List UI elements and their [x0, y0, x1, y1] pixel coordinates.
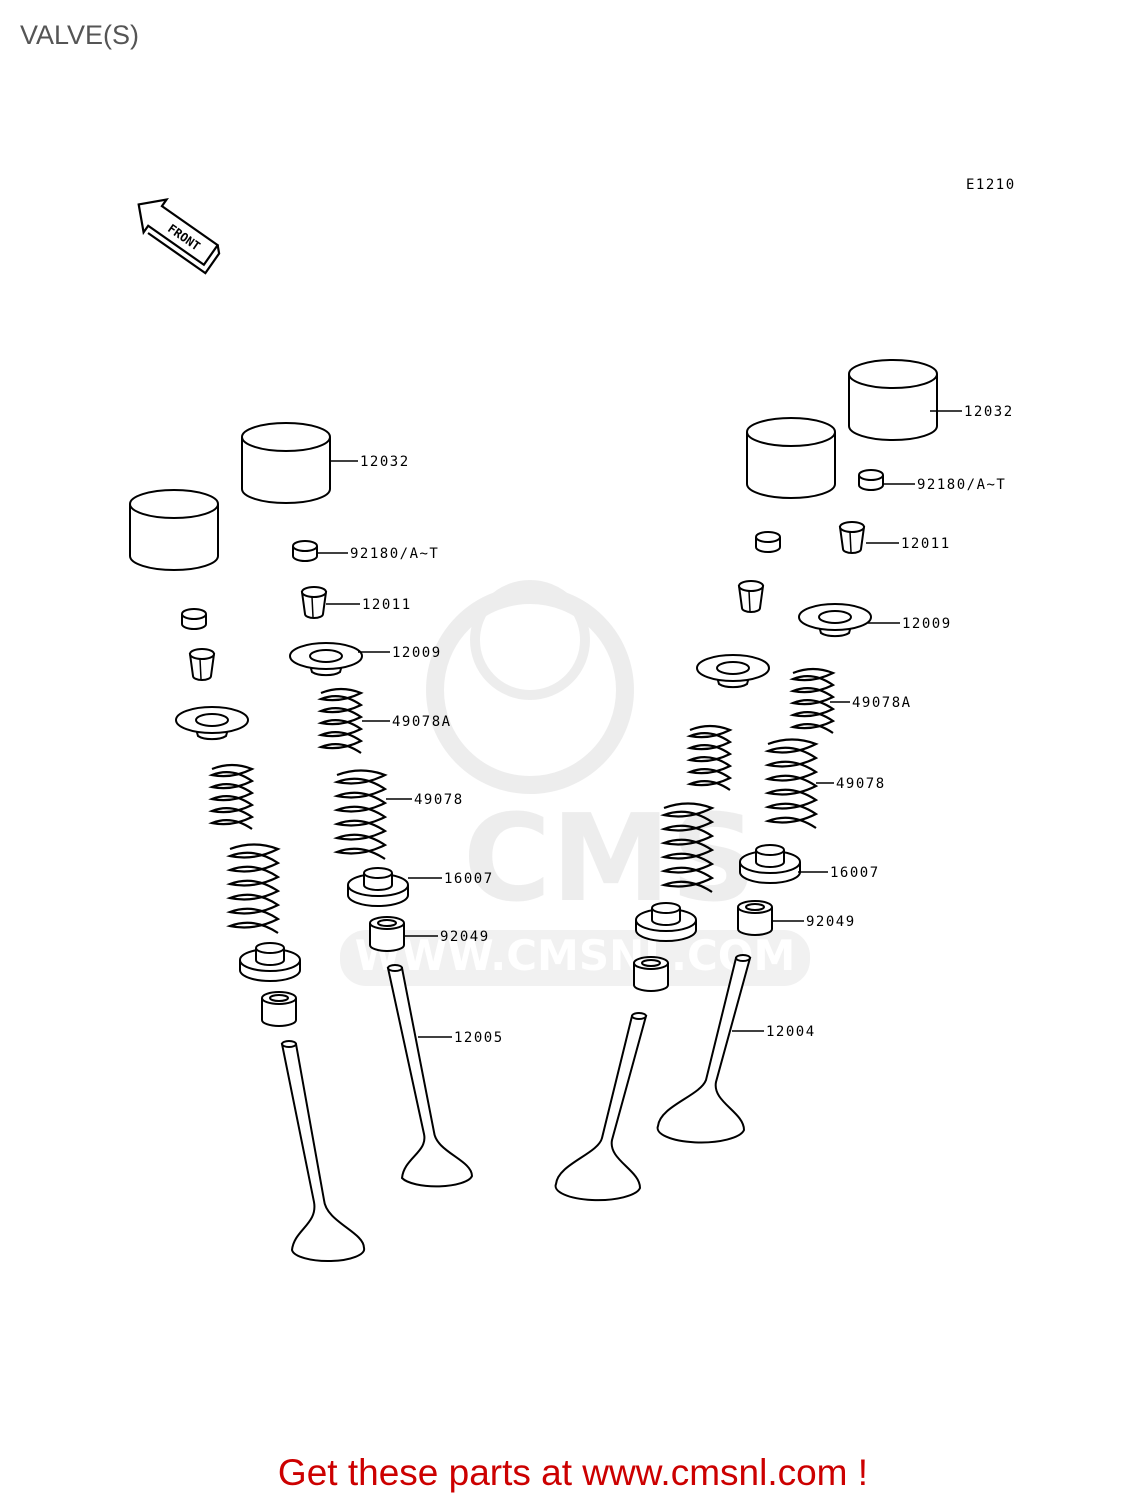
svg-text:12032: 12032 [964, 404, 1014, 420]
front-arrow-icon: FRONT [137, 198, 221, 275]
page-title: VALVE(S) [20, 20, 140, 50]
svg-text:CMS: CMS [463, 790, 757, 929]
svg-text:12004: 12004 [766, 1024, 816, 1040]
callout-l-12005: 12005 [418, 1030, 504, 1046]
callout-r-49078: 49078 [816, 776, 886, 792]
svg-text:92180/A~T: 92180/A~T [350, 546, 439, 562]
svg-text:49078: 49078 [836, 776, 886, 792]
svg-text:12005: 12005 [454, 1030, 504, 1046]
svg-text:16007: 16007 [444, 871, 494, 887]
svg-text:92049: 92049 [806, 914, 856, 930]
svg-text:49078A: 49078A [392, 714, 452, 730]
callout-r-12009: 12009 [868, 616, 952, 632]
exploded-parts-diagram: CMS WWW.CMSNL.COM E1210 FRONT [129, 177, 1016, 1263]
svg-text:12009: 12009 [392, 645, 442, 661]
callout-r-12011: 12011 [866, 536, 951, 552]
svg-text:92049: 92049 [440, 929, 490, 945]
callout-l-12011: 12011 [326, 597, 412, 613]
callout-l-12009: 12009 [358, 645, 442, 661]
callout-r-92180: 92180/A~T [883, 477, 1006, 493]
callout-l-12032: 12032 [330, 454, 410, 470]
svg-text:12032: 12032 [360, 454, 410, 470]
svg-text:12011: 12011 [901, 536, 951, 552]
part-group-right-inner [554, 417, 836, 1202]
callout-r-16007: 16007 [798, 865, 880, 881]
footer-cta-link[interactable]: Get these parts at www.cmsnl.com ! [277, 1452, 869, 1493]
callout-r-12004: 12004 [732, 1024, 816, 1040]
diagram-code: E1210 [966, 177, 1016, 193]
callout-l-49078: 49078 [386, 792, 464, 808]
callout-r-92049: 92049 [772, 914, 856, 930]
svg-text:49078A: 49078A [852, 695, 912, 711]
callout-r-12032: 12032 [930, 404, 1014, 420]
callout-r-49078A: 49078A [830, 695, 912, 711]
svg-text:12009: 12009 [902, 616, 952, 632]
svg-text:WWW.CMSNL.COM: WWW.CMSNL.COM [355, 931, 796, 980]
callout-l-92180: 92180/A~T [318, 546, 439, 562]
callout-l-92049: 92049 [404, 929, 490, 945]
watermark-logo: CMS WWW.CMSNL.COM [340, 580, 810, 986]
svg-text:12011: 12011 [362, 597, 412, 613]
part-group-left-inner [241, 422, 474, 1188]
svg-text:49078: 49078 [414, 792, 464, 808]
callout-l-16007: 16007 [408, 871, 494, 887]
callout-l-49078A: 49078A [362, 714, 452, 730]
part-group-right-outer [656, 359, 938, 1144]
svg-text:92180/A~T: 92180/A~T [917, 477, 1006, 493]
svg-text:16007: 16007 [830, 865, 880, 881]
part-group-left-outer [129, 489, 366, 1263]
